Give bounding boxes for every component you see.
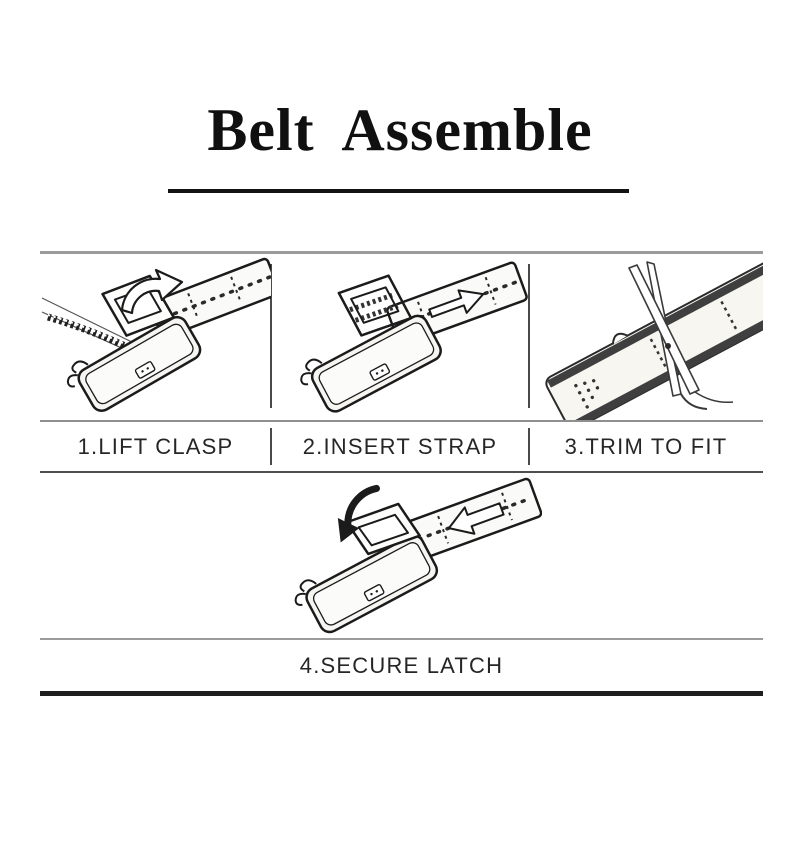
bottom-rule	[40, 691, 763, 696]
braided-tail-sketch	[47, 313, 142, 357]
buckle-sketch	[300, 274, 442, 413]
curved-close-arrow-icon	[344, 484, 380, 528]
scissors-icon	[628, 261, 734, 410]
column-divider	[270, 264, 272, 408]
trim-to-fit-illustration	[545, 254, 763, 421]
strap-sketch	[404, 477, 542, 561]
step4-label-top-rule	[40, 638, 763, 640]
step3-label: 3.TRIM TO FIT	[564, 434, 728, 459]
title-underline	[168, 189, 629, 193]
step2-illustration-cell	[271, 254, 529, 421]
label-row-top-rule	[40, 420, 763, 422]
column-divider	[528, 428, 530, 465]
buckle-sketch	[294, 484, 439, 634]
secure-latch-illustration	[294, 477, 542, 634]
open-clasp-sketch	[337, 274, 413, 337]
belt-keeper-sketch	[611, 332, 628, 345]
lift-clasp-illustration	[41, 257, 271, 412]
column-divider	[270, 428, 272, 465]
column-divider	[528, 264, 530, 408]
step4-label: 4.SECURE LATCH	[299, 653, 504, 678]
curved-lift-arrow-icon	[120, 268, 184, 315]
strap-direction-arrow-icon	[447, 502, 505, 535]
step1-illustration-cell	[40, 254, 271, 421]
step4-illustration-cell	[258, 477, 542, 637]
insert-strap-illustration	[300, 261, 528, 413]
ratchet-teeth	[349, 292, 393, 313]
adjustment-holes	[574, 379, 600, 409]
page-title: Belt Assemble	[207, 97, 593, 163]
grid-top-rule	[40, 251, 763, 254]
step2-label: 2.INSERT STRAP	[302, 434, 498, 459]
step3-illustration-cell	[529, 254, 763, 421]
ratchet-teeth	[354, 303, 399, 323]
tail-guide-line	[41, 297, 141, 347]
belt-strap-sketch	[545, 254, 763, 421]
insert-direction-arrow-icon	[428, 289, 485, 318]
step1-label: 1.LIFT CLASP	[77, 434, 234, 459]
curved-close-arrow-head	[337, 518, 360, 543]
label-row-bottom-rule	[40, 471, 763, 473]
